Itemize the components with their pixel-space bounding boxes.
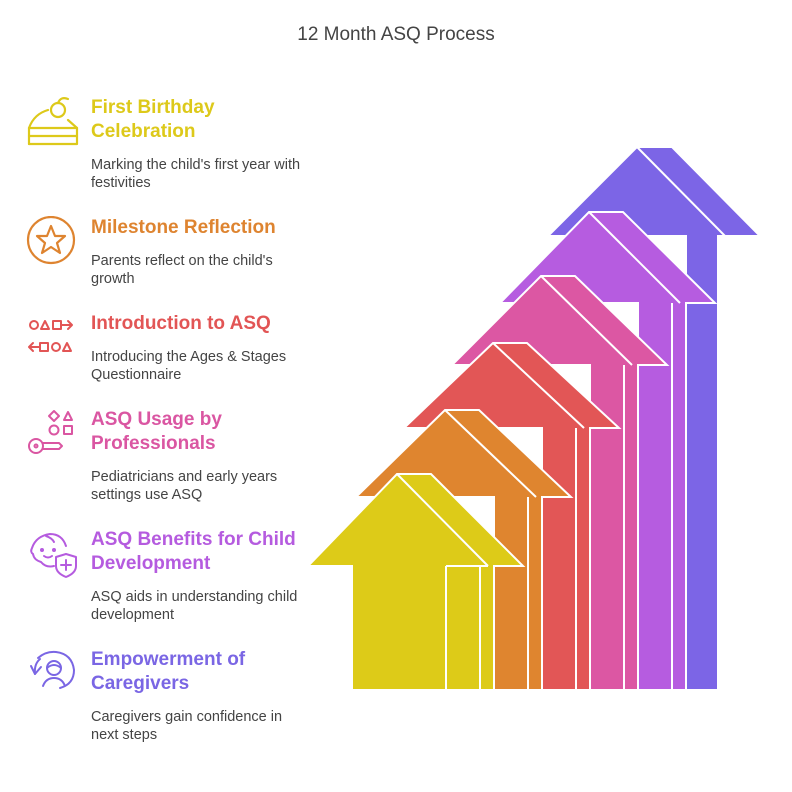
step-heading: ASQ Benefits for Child Development <box>91 529 296 574</box>
step-description: Caregivers gain confidence in next steps <box>91 709 283 743</box>
step-heading: First Birthday Celebration <box>91 97 215 142</box>
caregiver-cycle-icon <box>30 650 75 689</box>
step-heading: ASQ Usage by Professionals <box>91 409 222 454</box>
step-description: Marking the child's first year with fest… <box>91 157 301 191</box>
arrow-step-1 <box>305 473 526 691</box>
step-heading: Introduction to ASQ <box>91 313 271 334</box>
step-empowerment-caregivers: Empowerment of Caregivers Caregivers gai… <box>26 648 296 748</box>
step-heading: Empowerment of Caregivers <box>91 649 246 694</box>
step-description: ASQ aids in understanding child developm… <box>91 589 298 623</box>
step-heading: Milestone Reflection <box>91 217 276 238</box>
step-asq-usage-professionals: ASQ Usage by Professionals Pediatricians… <box>26 408 296 508</box>
step-introduction-asq: Introduction to ASQ Introducing the Ages… <box>26 312 296 392</box>
step-milestone-reflection: Milestone Reflection Parents reflect on … <box>26 216 296 296</box>
step-description: Introducing the Ages & Stages Questionna… <box>91 349 287 383</box>
star-circle-icon <box>26 216 76 265</box>
baby-shield-icon <box>30 533 77 578</box>
step-first-birthday: First Birthday Celebration Marking the c… <box>26 96 300 196</box>
shapes-sequence-icon <box>28 320 73 352</box>
shapes-key-icon <box>28 410 73 454</box>
step-description: Pediatricians and early years settings u… <box>91 469 278 503</box>
page-title: 12 Month ASQ Process <box>297 24 495 45</box>
step-asq-benefits: ASQ Benefits for Child Development ASQ a… <box>26 528 297 628</box>
cake-slice-icon <box>27 97 79 146</box>
step-description: Parents reflect on the child's growth <box>91 253 273 287</box>
